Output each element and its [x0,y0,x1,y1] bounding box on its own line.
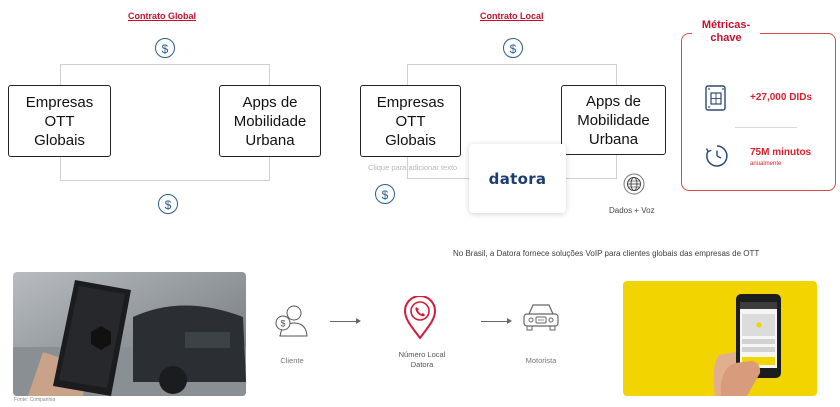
global-bottom-right-rise [269,157,270,180]
client-label: Cliente [280,356,304,365]
location-phone-icon [402,295,438,340]
global-ott-box: Empresas OTT Globais [8,85,111,157]
placeholder-hint-text[interactable]: Clique para adicionar texto [368,163,458,172]
globe-icon [623,173,645,195]
datora-logo: datora [488,169,547,188]
local-right-rise [616,155,617,178]
car-icon [521,300,561,334]
local-left-rise [407,157,408,179]
client-payment-icon: $ [274,302,308,338]
metrics-divider [735,127,797,128]
voip-caption: No Brasil, a Datora fornece soluções VoI… [453,249,760,258]
global-contract-title: Contrato Global [128,11,196,21]
local-left-to-datora [407,178,469,179]
mobile-app-photo [623,281,817,396]
local-number-label: Número Local Datora [398,350,446,369]
global-bottom-connector [60,180,270,181]
global-bottom-left-rise [60,157,61,180]
local-top-right-drop [616,64,617,86]
arrow-number-to-driver-head [507,318,512,324]
local-datora-to-right [566,178,617,179]
source-note: Fonte: Companhia [14,397,56,403]
local-top-dollar-icon: $ [503,38,523,58]
sim-card-icon [704,84,728,112]
local-bottom-dollar-icon: $ [375,184,395,204]
driver-label: Motorista [525,356,557,365]
metric-minutes-value: 75M minutos [750,147,812,158]
local-ott-box: Empresas OTT Globais [360,85,461,157]
arrow-number-to-driver [481,321,508,322]
metric-dids-value: +27,000 DIDs [750,92,812,103]
global-mobility-box: Apps de Mobilidade Urbana [219,85,321,157]
global-bottom-dollar-icon: $ [158,194,178,214]
datora-logo-card: datora [469,144,566,213]
clock-icon [704,143,730,169]
key-metrics-panel [681,33,836,191]
local-contract-title: Contrato Local [480,11,544,21]
arrow-client-to-number [330,321,357,322]
local-top-connector [407,64,617,65]
data-voice-label: Dados + Voz [609,206,655,215]
smartphone-photo [13,272,246,396]
svg-text:$: $ [280,319,285,329]
global-top-dollar-icon: $ [155,38,175,58]
global-top-right-drop [269,64,270,86]
local-top-left-drop [407,64,408,86]
local-mobility-box: Apps de Mobilidade Urbana [561,85,666,155]
arrow-client-to-number-head [356,318,361,324]
global-top-connector [60,64,270,65]
metric-minutes-sub: anualmente [750,161,782,167]
key-metrics-title: Métricas- chave [692,19,760,45]
global-top-left-drop [60,64,61,86]
